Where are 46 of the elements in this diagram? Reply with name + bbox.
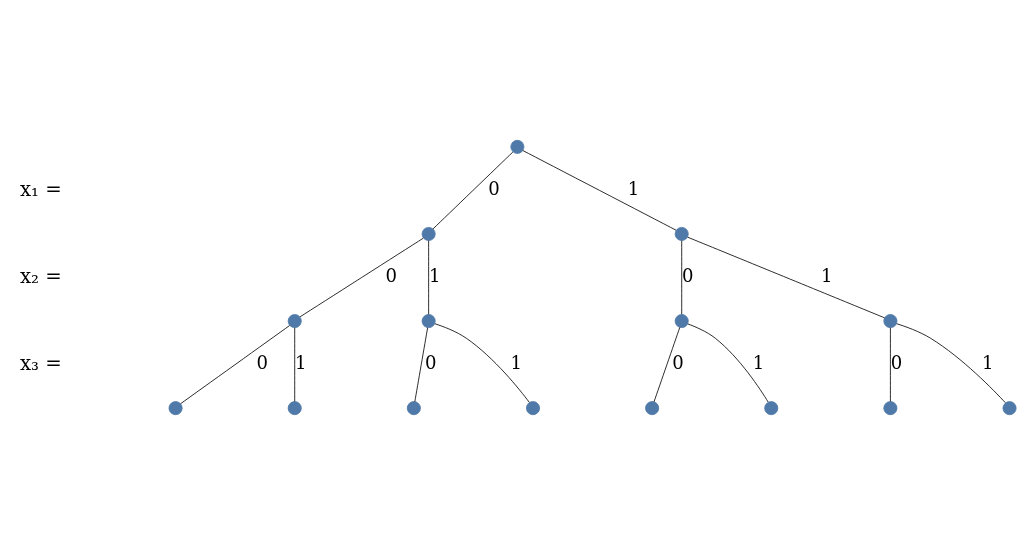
connector xyxy=(522,150,677,231)
node-circle xyxy=(510,139,525,154)
edge-label: 0 xyxy=(424,352,437,374)
connector xyxy=(434,323,530,403)
edge-label: 1 xyxy=(820,265,833,287)
node-circle xyxy=(421,226,436,241)
node-circle xyxy=(883,314,898,329)
node-circle xyxy=(421,314,436,329)
edge-label: 0 xyxy=(682,265,694,287)
node-circle xyxy=(287,401,302,416)
edge-label: 1 xyxy=(429,265,441,287)
edge-label: 1 xyxy=(627,178,640,200)
node-circle xyxy=(674,314,689,329)
connector xyxy=(432,151,514,230)
node-circle xyxy=(287,314,302,329)
node-circle xyxy=(168,401,183,416)
edge-label: 1 xyxy=(295,352,307,374)
node-circle xyxy=(674,226,689,241)
node-circle xyxy=(645,401,660,416)
connector xyxy=(299,237,424,318)
connector xyxy=(414,327,429,403)
node-circle xyxy=(764,401,779,416)
edge-label: 1 xyxy=(982,352,994,374)
connector xyxy=(428,240,430,315)
connector xyxy=(890,327,891,402)
connector xyxy=(180,325,290,405)
connector xyxy=(294,327,296,402)
node-circle xyxy=(526,401,540,416)
node-circle xyxy=(406,401,421,416)
connector xyxy=(681,240,683,315)
node-circle xyxy=(1002,401,1017,416)
connector xyxy=(896,323,1006,404)
node-circle xyxy=(883,401,898,416)
edge-label: 1 xyxy=(752,352,765,374)
connector xyxy=(653,327,681,403)
connector xyxy=(687,236,885,319)
label: x₃ = xyxy=(19,351,62,375)
edge-label: 1 xyxy=(510,352,522,374)
connector xyxy=(687,323,769,403)
edge-label: 0 xyxy=(890,352,903,374)
label: x₁ = xyxy=(19,177,62,201)
edge-label: 0 xyxy=(256,352,269,374)
edge-label: 0 xyxy=(488,178,500,200)
edge-label: 0 xyxy=(385,265,397,287)
label: x₂ = xyxy=(19,264,62,288)
edge-label: 0 xyxy=(672,352,684,374)
